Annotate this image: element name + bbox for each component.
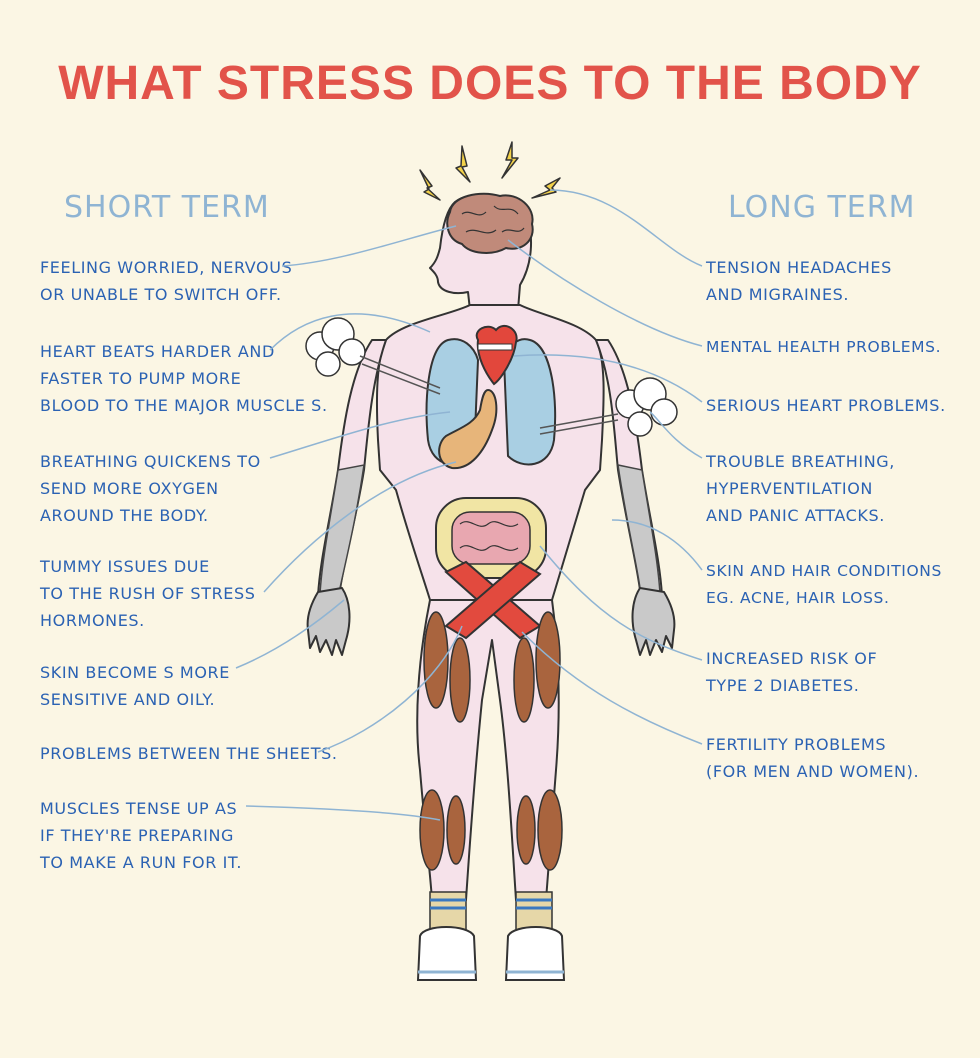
short-term-item-skin: SKIN BECOME S MORE SENSITIVE AND OILY. [40,663,230,709]
shoes-icon [416,891,566,981]
short-term-item-muscles: MUSCLES TENSE UP AS IF THEY'RE PREPARING… [40,799,243,872]
long-term-item-breathing: TROUBLE BREATHING, HYPERVENTILATION AND … [706,452,895,525]
short-term-item-sheets: PROBLEMS BETWEEN THE SHEETS. [40,744,338,763]
leg-muscles [419,611,563,871]
stress-lightning-icon [419,141,561,201]
leader-lines [235,189,703,821]
short-term-item-heart: HEART BEATS HARDER AND FASTER TO PUMP MO… [40,342,328,415]
long-term-item-mental-health: MENTAL HEALTH PROBLEMS. [706,338,942,356]
short-term-heading: SHORT TERM [64,190,270,225]
page-title: WHAT STRESS DOES TO THE BODY [58,57,922,110]
long-term-item-headaches: TENSION HEADACHES AND MIGRAINES. [706,258,892,304]
short-term-item-worried: FEELING WORRIED, NERVOUS OR UNABLE TO SW… [40,258,293,304]
long-term-heading: LONG TERM [728,190,916,225]
intestines-icon [435,497,547,579]
stomach-icon [438,388,498,470]
heart-icon [475,324,518,386]
short-term-item-tummy: TUMMY ISSUES DUE TO THE RUSH OF STRESS H… [40,557,256,630]
breath-cloud-icon [305,317,678,437]
long-term-item-fertility: FERTILITY PROBLEMS (FOR MEN AND WOMEN). [706,735,920,781]
long-term-item-heart: SERIOUS HEART PROBLEMS. [706,396,946,415]
long-term-item-skin-hair: SKIN AND HAIR CONDITIONS EG. ACNE, HAIR … [706,562,942,607]
brain-icon [446,192,534,254]
short-term-item-breathing: BREATHING QUICKENS TO SEND MORE OXYGEN A… [40,452,261,525]
breath-lines [359,355,619,435]
long-term-item-diabetes: INCREASED RISK OF TYPE 2 DIABETES. [706,649,878,695]
